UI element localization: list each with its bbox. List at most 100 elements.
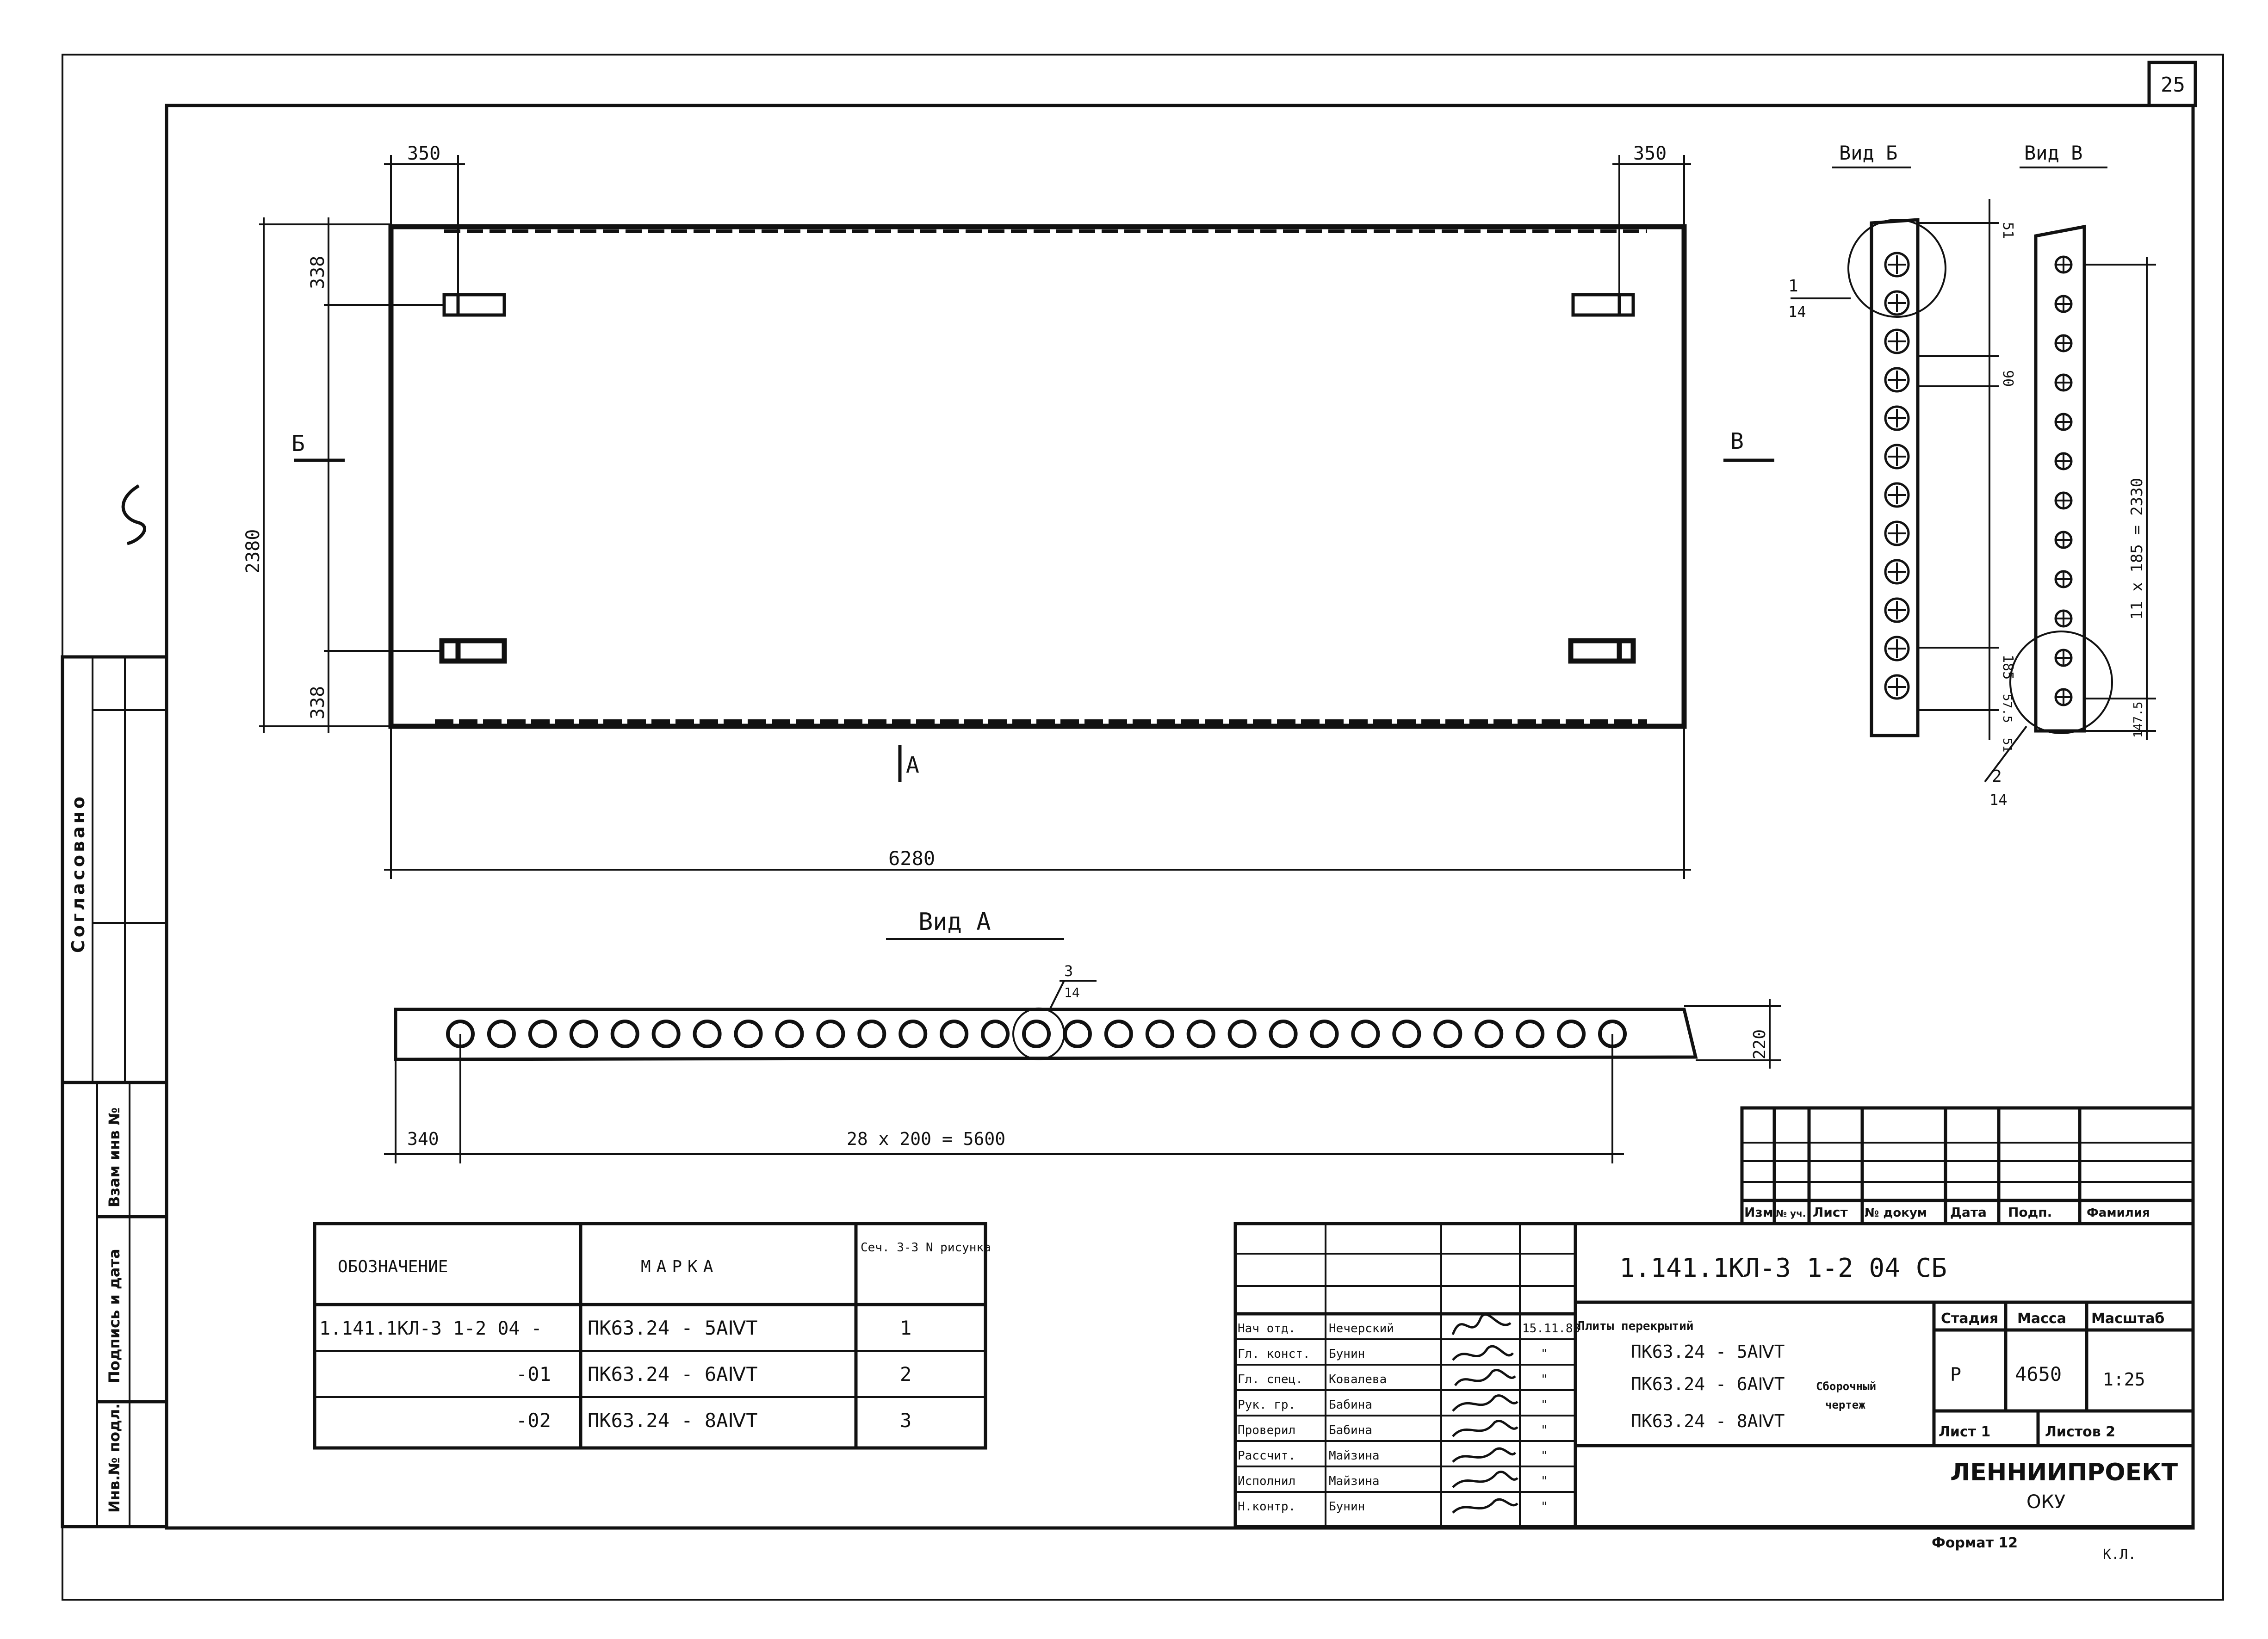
view-b-callout-sheet: 14 xyxy=(1788,303,1806,321)
strand-hole xyxy=(1884,559,1910,585)
view-b-dim-spacing: 90 xyxy=(2000,370,2016,387)
spec-row-1-designation: 1.141.1КЛ-3 1-2 04 - xyxy=(319,1318,542,1339)
rev-header-date: Дата xyxy=(1950,1205,1987,1220)
core-hole xyxy=(1475,1020,1504,1048)
spec-row-2-designation: -01 xyxy=(516,1363,551,1385)
core-hole xyxy=(940,1020,969,1048)
lifting-loop xyxy=(1571,293,1635,317)
dim-top-left: 350 xyxy=(407,143,440,164)
strand-hole xyxy=(1884,674,1910,700)
rev-header-sign: Подп. xyxy=(2008,1205,2052,1220)
view-v-dim-bottom: 147.5 xyxy=(2132,702,2145,738)
scale-value: 1:25 xyxy=(2103,1369,2145,1390)
date-2: " xyxy=(1541,1347,1548,1361)
core-hole xyxy=(734,1020,763,1048)
strand-hole xyxy=(1884,444,1910,470)
mass-value: 4650 xyxy=(2015,1363,2062,1385)
rev-header-doc: № докум xyxy=(1865,1206,1927,1220)
strand-hole xyxy=(1884,367,1910,393)
view-a-title: Вид А xyxy=(918,908,991,936)
product-name-4: ПК63.24 - 8АⅣТ xyxy=(1631,1411,1785,1431)
stage-value: Р xyxy=(1950,1364,1961,1385)
corner-initials: К.Л. xyxy=(2103,1546,2136,1563)
strand-hole xyxy=(1884,636,1910,662)
org-name: ЛЕННИИПРОЕКТ xyxy=(1950,1459,2178,1486)
scale-label: Масштаб xyxy=(2091,1311,2164,1327)
date-4: " xyxy=(1541,1398,1548,1412)
arrow-a-label: А xyxy=(906,752,919,778)
doc-type-1: Сборочный xyxy=(1816,1380,1876,1393)
view-a: Вид А 3 14 220 340 28 x 200 = 5600 xyxy=(384,908,1781,1163)
name-4: Бабина xyxy=(1329,1398,1372,1412)
strand-hole xyxy=(2054,570,2073,588)
view-a-dim-spacing: 28 x 200 = 5600 xyxy=(847,1129,1005,1149)
core-hole xyxy=(775,1020,804,1048)
name-6: Майзина xyxy=(1329,1449,1380,1463)
sheet-label: Лист 1 xyxy=(1939,1424,1990,1440)
core-hole xyxy=(1145,1020,1174,1048)
stage-label: Стадия xyxy=(1941,1311,1998,1327)
view-v-callout-sheet: 14 xyxy=(1989,791,2008,809)
date-6: " xyxy=(1541,1449,1548,1463)
spec-header-figure: Сеч. 3-3 N рисунка xyxy=(861,1241,991,1255)
core-hole xyxy=(1186,1020,1215,1048)
core-hole xyxy=(487,1020,516,1048)
strand-hole xyxy=(2054,452,2073,470)
dim-left-bottom: 338 xyxy=(307,686,328,719)
doc-code: 1.141.1КЛ-3 1-2 04 СБ xyxy=(1619,1253,1947,1283)
view-b-dim-top: 51 xyxy=(2000,222,2016,239)
role-6: Рассчит. xyxy=(1238,1449,1295,1463)
sheets-label: Листов 2 xyxy=(2045,1424,2115,1440)
dim-height: 2380 xyxy=(242,529,264,574)
name-3: Ковалева xyxy=(1329,1373,1387,1386)
core-hole xyxy=(1269,1020,1298,1048)
core-hole xyxy=(899,1020,928,1048)
date-1: 15.11.83 xyxy=(1522,1322,1580,1336)
strand-hole xyxy=(2054,531,2073,549)
name-1: Нечерский xyxy=(1329,1322,1394,1336)
core-hole xyxy=(528,1020,557,1048)
doc-type-2: чертеж xyxy=(1825,1398,1865,1411)
core-hole xyxy=(1022,1020,1051,1048)
rev-header-uch: № уч. xyxy=(1776,1208,1806,1219)
role-5: Проверил xyxy=(1238,1423,1295,1437)
title-block: Изм № уч. Лист № докум Дата Подп. Фамили… xyxy=(1233,1106,2195,1528)
core-hole xyxy=(651,1020,681,1048)
name-7: Майзина xyxy=(1329,1474,1380,1488)
rev-header-list: Лист xyxy=(1813,1205,1848,1220)
date-7: " xyxy=(1541,1474,1548,1488)
spec-header-designation: ОБОЗНАЧЕНИЕ xyxy=(338,1257,448,1276)
strand-hole xyxy=(1884,290,1910,316)
core-hole xyxy=(1392,1020,1421,1048)
name-5: Бабина xyxy=(1329,1423,1372,1437)
core-hole xyxy=(1310,1020,1339,1048)
stamp-sign-date: Подпись и дата xyxy=(105,1249,123,1383)
strand-hole xyxy=(2054,609,2073,628)
view-a-dim-left: 340 xyxy=(407,1129,439,1149)
lifting-loop xyxy=(442,293,506,317)
core-hole xyxy=(1557,1020,1586,1048)
core-hole xyxy=(1433,1020,1462,1048)
date-8: " xyxy=(1541,1500,1548,1514)
spec-row-2-mark: ПК63.24 - 6АⅣТ xyxy=(588,1363,757,1385)
name-2: Бунин xyxy=(1329,1347,1365,1361)
outer-frame xyxy=(62,54,2224,1601)
date-5: " xyxy=(1541,1423,1548,1437)
dim-length: 6280 xyxy=(888,847,935,870)
callout-circle xyxy=(1012,1008,1065,1060)
role-7: Исполнил xyxy=(1238,1474,1295,1488)
view-v-dim-total: 11 x 185 = 2330 xyxy=(2128,478,2146,620)
stamp-inv-orig: Инв.№ подл. xyxy=(105,1404,123,1513)
strand-hole xyxy=(2054,649,2073,667)
core-hole xyxy=(1104,1020,1133,1048)
strand-hole xyxy=(1884,252,1910,278)
spec-table: ОБОЗНАЧЕНИЕ МАРКА Сеч. 3-3 N рисунка 1.1… xyxy=(313,1222,991,1450)
format-label: Формат 12 xyxy=(1932,1535,2018,1551)
dim-left-top: 338 xyxy=(307,256,328,289)
view-a-dim-height: 220 xyxy=(1750,1029,1769,1059)
sheet-number: 25 xyxy=(2161,73,2185,97)
spec-row-3-mark: ПК63.24 - 8АⅣТ xyxy=(588,1409,757,1432)
role-8: Н.контр. xyxy=(1238,1500,1295,1514)
spec-row-1-figure: 1 xyxy=(900,1317,911,1339)
